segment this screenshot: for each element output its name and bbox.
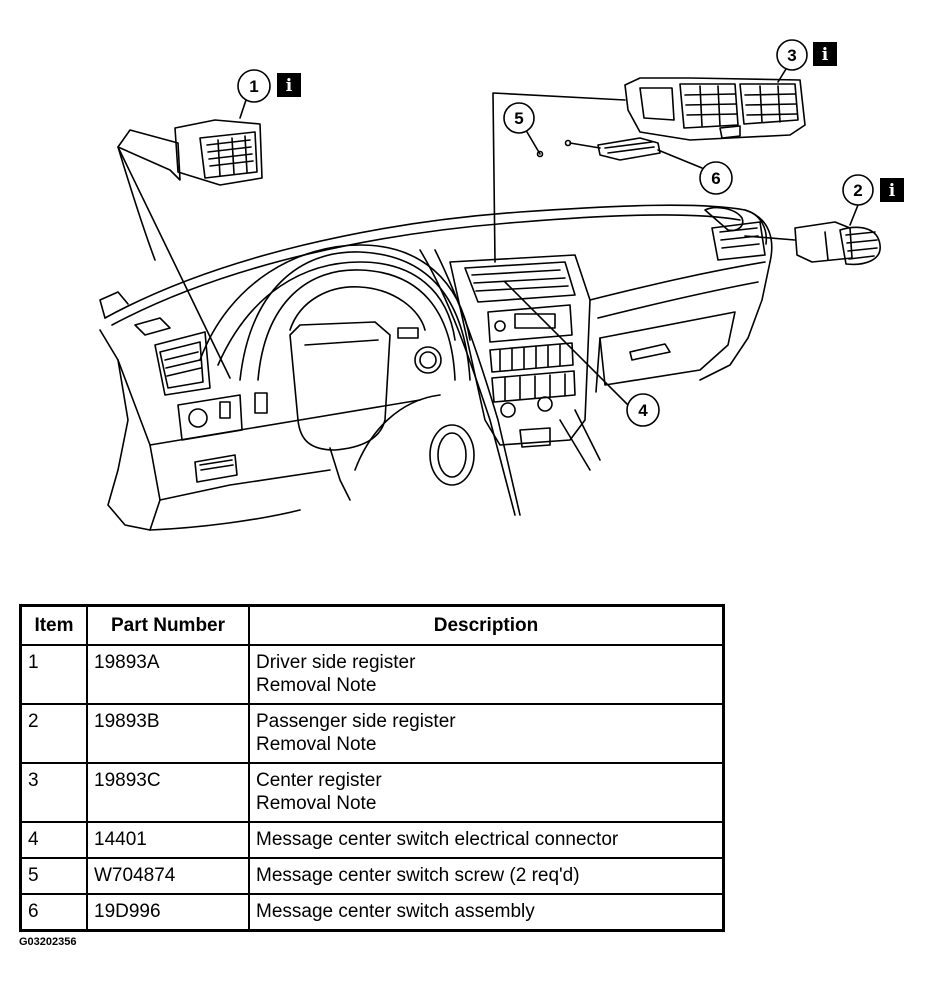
- callout-4: 4: [626, 393, 660, 427]
- cell-part-number: 19893A: [86, 644, 250, 705]
- table-row: 5 W704874 Message center switch screw (2…: [19, 857, 725, 895]
- cell-item: 3: [19, 762, 88, 823]
- parts-table: Item Part Number Description 1 19893A Dr…: [19, 604, 725, 932]
- callout-2: 2 i: [842, 174, 904, 206]
- callout-1-number: 1: [249, 77, 258, 96]
- message-center-switch: [536, 137, 661, 161]
- cell-description: Message center switch screw (2 req'd): [248, 857, 725, 895]
- cell-item: 4: [19, 821, 88, 859]
- leader-line-1-return: [117, 146, 156, 261]
- info-icon: i: [813, 42, 837, 66]
- removal-note-link[interactable]: Removal Note: [256, 734, 377, 755]
- callout-3-leader: [777, 68, 787, 83]
- driver-side-register: [117, 119, 263, 186]
- callout-4-number: 4: [638, 401, 648, 420]
- table-header-row: Item Part Number Description: [19, 604, 725, 646]
- figure-code: G03202356: [19, 936, 77, 948]
- description-line: Message center switch electrical connect…: [256, 829, 619, 850]
- cell-item: 1: [19, 644, 88, 705]
- instrument-panel-diagram: 1 i 2 i 3 i 4 5 6: [99, 39, 904, 531]
- removal-note-link[interactable]: Removal Note: [256, 793, 377, 814]
- leader-line-2-callout: [849, 204, 859, 226]
- cell-description: Driver side register Removal Note: [248, 644, 725, 705]
- info-badge-1-glyph: i: [286, 76, 293, 96]
- description-line: Center register: [256, 770, 382, 791]
- table-row: 2 19893B Passenger side register Removal…: [19, 703, 725, 764]
- cell-part-number: W704874: [86, 857, 250, 895]
- callout-5: 5: [503, 102, 535, 134]
- cell-description: Passenger side register Removal Note: [248, 703, 725, 764]
- leader-line-4: [504, 281, 629, 406]
- callout-2-number: 2: [853, 181, 862, 200]
- cell-description: Center register Removal Note: [248, 762, 725, 823]
- info-badge-2-glyph: i: [889, 181, 896, 201]
- callout-6-number: 6: [711, 169, 720, 188]
- cell-part-number: 19D996: [86, 893, 250, 932]
- cell-description: Message center switch electrical connect…: [248, 821, 725, 859]
- cell-item: 6: [19, 893, 88, 932]
- leader-line-3: [492, 92, 626, 263]
- description-line: Passenger side register: [256, 711, 456, 732]
- callout-3-number: 3: [787, 46, 796, 65]
- cell-description: Message center switch assembly: [248, 893, 725, 932]
- leader-line-2: [744, 235, 796, 241]
- passenger-side-register: [794, 221, 881, 266]
- header-description: Description: [248, 604, 725, 646]
- cell-part-number: 14401: [86, 821, 250, 859]
- info-badge-3-glyph: i: [822, 45, 829, 65]
- callout-3: 3 i: [776, 39, 837, 71]
- cell-item: 5: [19, 857, 88, 895]
- description-line: Message center switch assembly: [256, 901, 535, 922]
- header-part-number: Part Number: [86, 604, 250, 646]
- removal-note-link[interactable]: Removal Note: [256, 675, 377, 696]
- info-icon: i: [880, 178, 904, 202]
- description-line: Driver side register: [256, 652, 416, 673]
- center-register: [624, 77, 806, 141]
- table-row: 4 14401 Message center switch electrical…: [19, 821, 725, 859]
- cell-item: 2: [19, 703, 88, 764]
- callout-1-leader: [239, 99, 247, 119]
- table-row: 3 19893C Center register Removal Note: [19, 762, 725, 823]
- cell-part-number: 19893C: [86, 762, 250, 823]
- instrument-panel: [99, 204, 773, 531]
- description-line: Message center switch screw (2 req'd): [256, 865, 580, 886]
- table-row: 6 19D996 Message center switch assembly: [19, 893, 725, 932]
- cell-part-number: 19893B: [86, 703, 250, 764]
- callout-1: 1 i: [237, 69, 301, 103]
- leader-line-6: [657, 149, 703, 169]
- table-row: 1 19893A Driver side register Removal No…: [19, 644, 725, 705]
- callout-5-number: 5: [514, 109, 523, 128]
- info-icon: i: [277, 73, 301, 97]
- header-item: Item: [19, 604, 88, 646]
- callout-6: 6: [699, 161, 733, 195]
- leader-line-5: [526, 131, 541, 155]
- leader-line-1-to-vent: [117, 146, 231, 379]
